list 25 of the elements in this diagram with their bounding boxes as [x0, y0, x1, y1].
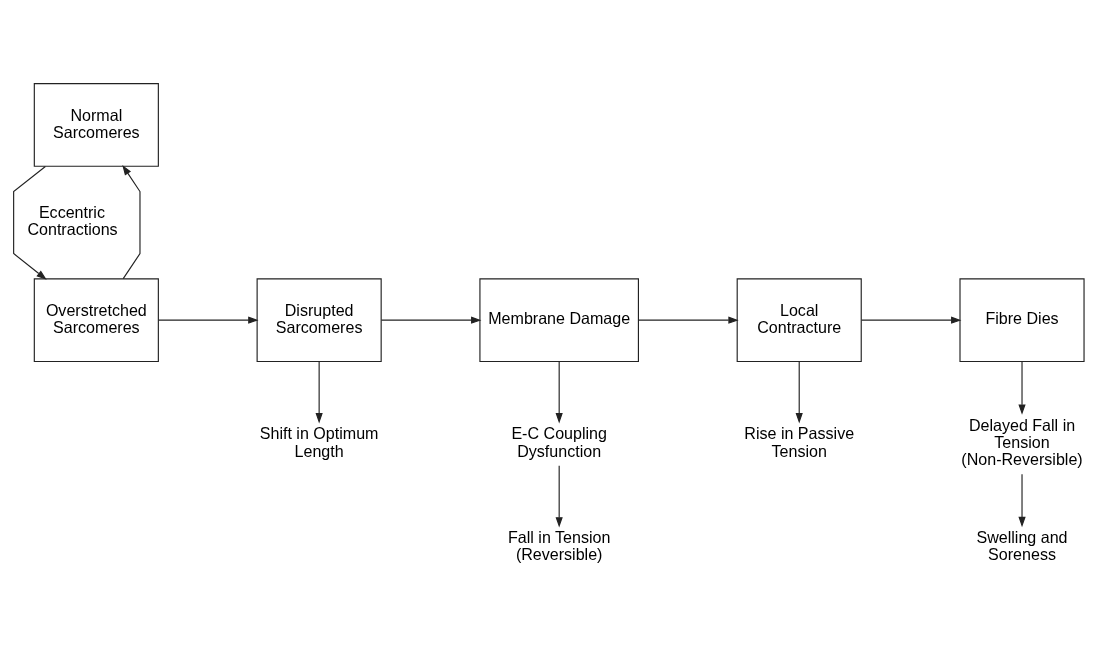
- arrow: [1018, 473, 1026, 528]
- node-box: Membrane Damage: [479, 278, 639, 363]
- arrow: [315, 361, 323, 424]
- arrow: [638, 316, 739, 324]
- edge-label: Eccentric Contractions: [27, 203, 118, 239]
- node-box: Disrupted Sarcomeres: [256, 278, 382, 363]
- node-box: Normal Sarcomeres: [33, 83, 159, 167]
- node-box: Local Contracture: [736, 278, 862, 363]
- node-text: Delayed Fall in Tension (Non-Reversible): [961, 415, 1083, 469]
- arrow: [122, 165, 141, 280]
- arrow: [555, 465, 563, 528]
- arrow: [795, 361, 803, 424]
- node-text: Fall in Tension (Reversible): [507, 528, 611, 564]
- arrow: [1018, 361, 1026, 415]
- arrow: [380, 316, 482, 324]
- node-box: Overstretched Sarcomeres: [33, 278, 159, 363]
- node-text: Rise in Passive Tension: [744, 424, 855, 460]
- node-box: Fibre Dies: [959, 278, 1085, 363]
- arrow: [158, 316, 259, 324]
- node-text: Shift in Optimum Length: [259, 424, 379, 460]
- node-text: Swelling and Soreness: [976, 528, 1068, 564]
- arrow: [860, 316, 962, 324]
- arrow: [13, 165, 47, 280]
- node-text: E-C Coupling Dysfunction: [511, 424, 607, 460]
- arrow: [555, 361, 563, 424]
